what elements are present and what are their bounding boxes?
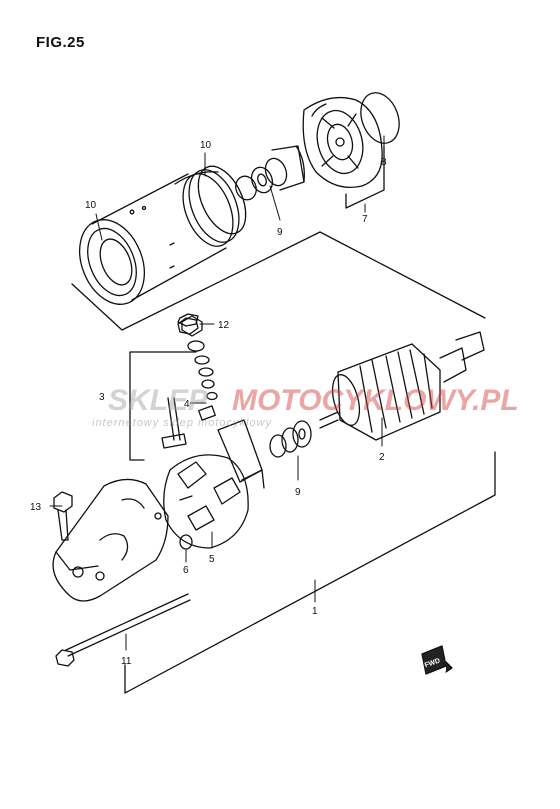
watermark-brand-b: MOTOCYKLOWY.PL [232, 384, 519, 417]
bolt-stack-3 [161, 315, 218, 449]
watermark-brand-a: SKLEP [108, 384, 209, 417]
figure-title: FIG.25 [36, 34, 85, 51]
nut-12 [177, 317, 199, 335]
motor-yoke [79, 169, 240, 305]
callout-12: 12 [218, 320, 230, 331]
o-ring-10-upper [197, 165, 247, 235]
callout-3: 3 [99, 392, 105, 403]
through-bolt-11 [55, 593, 191, 667]
fwd-arrow-badge: FWD [421, 645, 453, 675]
callout-10-lower: 10 [85, 200, 97, 211]
callout-2: 2 [379, 452, 385, 463]
callout-1: 1 [312, 606, 318, 617]
end-cover-upper [302, 96, 383, 189]
o-ring-8 [360, 92, 400, 144]
washer-stack-lower [269, 420, 312, 458]
upper-group-border [71, 231, 486, 331]
callout-4: 4 [184, 399, 190, 410]
bolt-13 [53, 491, 73, 541]
leader-lines [49, 135, 385, 651]
callout-13: 13 [30, 502, 42, 513]
washer-stack-upper [235, 145, 305, 201]
callout-5: 5 [209, 554, 215, 565]
armature [319, 331, 485, 441]
bracket-3 [129, 351, 197, 461]
brush-holder [163, 405, 265, 549]
callout-11: 11 [121, 656, 132, 667]
watermark-tagline: internetowy sklep motocyklowy [92, 417, 273, 429]
callout-9-upper: 9 [277, 227, 283, 238]
callout-9-lower: 9 [295, 487, 301, 498]
callout-8: 8 [381, 157, 387, 168]
bracket-7-8 [345, 145, 385, 209]
main-assembly-border [124, 451, 496, 694]
washer-6 [179, 534, 193, 550]
callout-10-upper: 10 [200, 140, 212, 151]
end-housing [52, 478, 169, 602]
watermark: SKLEP MOTOCYKLOWY.PL internetowy sklep m… [92, 384, 519, 429]
callout-7: 7 [362, 214, 368, 225]
callout-6: 6 [183, 565, 189, 576]
